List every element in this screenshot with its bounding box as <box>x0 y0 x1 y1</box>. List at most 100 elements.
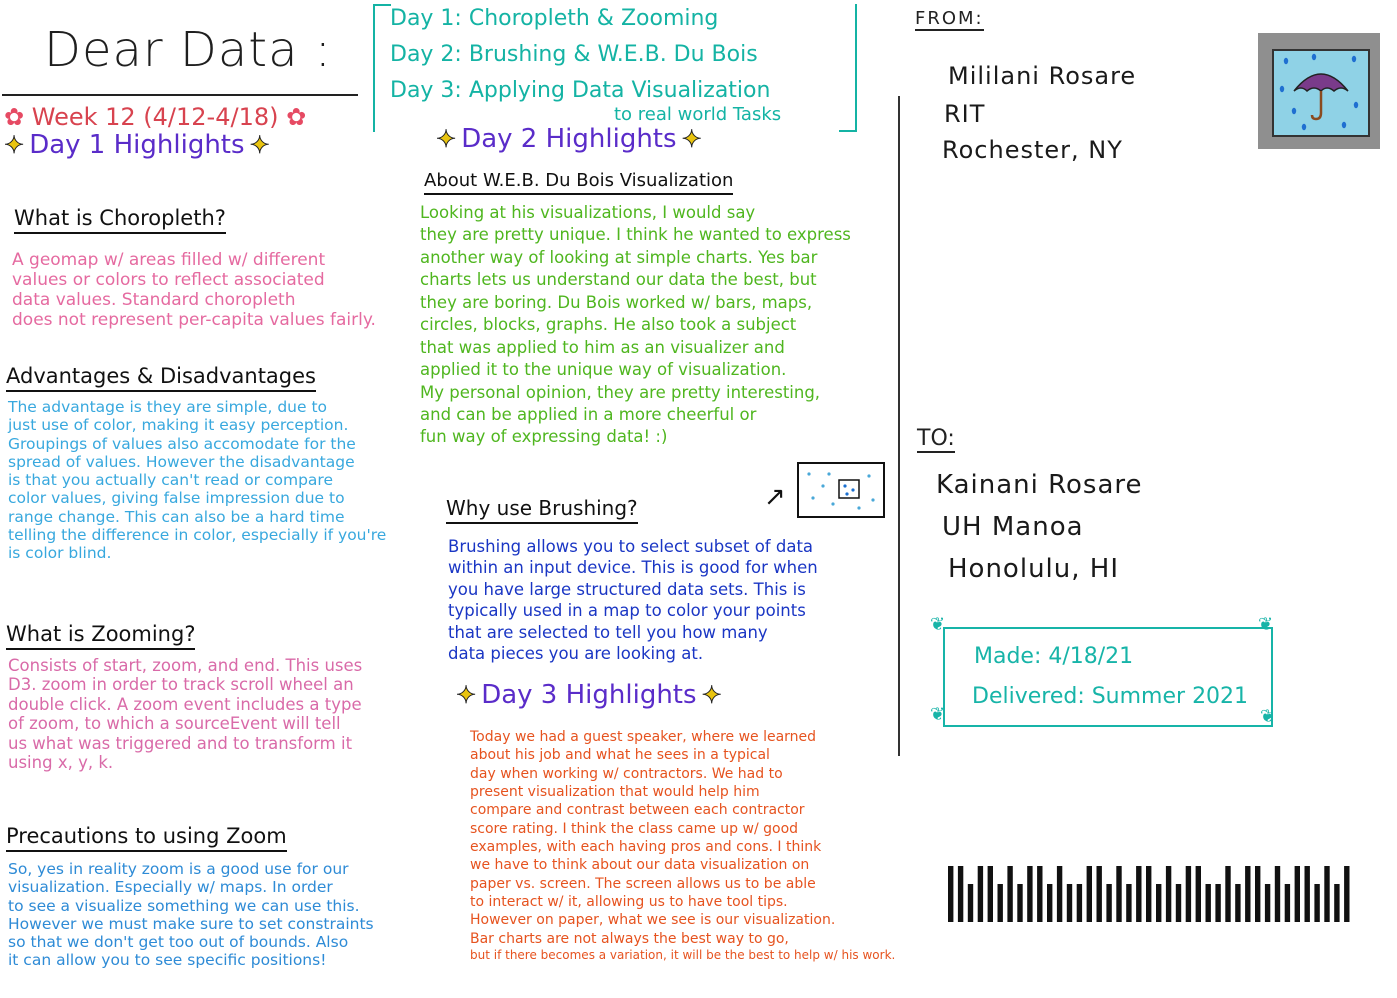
barcode-bar <box>1106 884 1112 922</box>
arrow-icon: ↗ <box>764 482 786 512</box>
star-icon: ✦ <box>701 681 722 710</box>
text-line: score rating. I think the class came up … <box>470 820 799 837</box>
barcode-bar <box>1116 866 1122 922</box>
text-line: about his job and what he sees in a typi… <box>470 747 770 764</box>
text-line: examples, with each having pros and cons… <box>470 838 822 855</box>
a-choropleth: A geomap w/ areas filled w/ different va… <box>12 250 376 330</box>
text-line: us what was triggered and to transform i… <box>8 733 353 753</box>
plan-box <box>373 4 857 132</box>
text-line: so that we don't get too out of bounds. … <box>8 933 349 952</box>
barcode-bar <box>1195 866 1201 922</box>
flower-icon: ✿ <box>4 103 25 131</box>
barcode-bar <box>1185 866 1192 922</box>
postage-stamp <box>1258 33 1380 149</box>
barcode-bar <box>1235 884 1241 922</box>
from-city: Rochester, NY <box>942 136 1123 164</box>
barcode-bar <box>1284 884 1291 922</box>
plan-line: Day 3: Applying Data Visualization <box>390 78 771 103</box>
barcode-bar <box>1165 866 1172 922</box>
to-school: UH Manoa <box>942 512 1084 542</box>
barcode-bar <box>1017 884 1023 922</box>
barcode-bar <box>1096 866 1102 922</box>
text-line: Bar charts are not always the best way t… <box>470 930 789 947</box>
star-icon: ✦ <box>3 131 25 160</box>
star-icon: ✦ <box>681 125 702 154</box>
text-line: we have to think about our data visualiz… <box>470 857 810 874</box>
barcode-bar <box>1126 884 1132 922</box>
text-line: they are boring. Du Bois worked w/ bars,… <box>420 292 813 312</box>
brushing-sketch-dots <box>807 472 875 510</box>
q-advantages: Advantages & Disadvantages <box>6 364 316 392</box>
star-icon: ✦ <box>455 681 477 710</box>
week-text: Week 12 (4/12-4/18) <box>31 103 279 131</box>
barcode-bar <box>967 884 974 922</box>
text-line: telling the difference in color, especia… <box>8 525 387 544</box>
day3-heading: ✦ Day 3 Highlights ✦ <box>455 680 722 710</box>
text-line: Groupings of values also accomodate for … <box>8 434 356 453</box>
day2-heading: ✦ Day 2 Highlights ✦ <box>435 124 702 154</box>
delivered-date: Delivered: Summer 2021 <box>972 684 1249 709</box>
text-line: So, yes in reality zoom is a good use fo… <box>8 860 349 878</box>
text-line: it can allow you to see specific positio… <box>8 951 327 970</box>
barcode-bar <box>1086 866 1092 922</box>
barcode-bar <box>1334 884 1340 922</box>
text-line: another way of looking at simple charts.… <box>420 247 818 267</box>
barcode-bar <box>1047 884 1053 922</box>
to-name: Kainani Rosare <box>936 470 1143 500</box>
barcode-bar <box>1255 866 1261 922</box>
text-line: you have large structured data sets. Thi… <box>448 579 806 599</box>
barcode-bar <box>1324 866 1330 922</box>
barcode-bar <box>1225 866 1231 922</box>
barcode-bar <box>1007 866 1013 922</box>
plan-line: to real world Tasks <box>614 104 782 125</box>
text-line: Today we had a guest speaker, where we l… <box>470 729 817 745</box>
text-line: that was applied to him as an visualizer… <box>420 337 785 357</box>
barcode-bar <box>1274 866 1281 922</box>
text-line: applied it to the unique way of visualiz… <box>420 360 787 380</box>
a-day3: Today we had a guest speaker, where we l… <box>470 728 895 964</box>
q-zooming: What is Zooming? <box>6 622 196 650</box>
text-line: color values, giving false impression du… <box>8 489 345 508</box>
day3-heading-text: Day 3 Highlights <box>481 680 697 710</box>
barcode-bar <box>1215 884 1221 922</box>
to-city: Honolulu, HI <box>948 554 1119 584</box>
text-line: paper vs. screen. The screen allows us t… <box>470 875 816 892</box>
q-dubois: About W.E.B. Du Bois Visualization <box>424 170 734 195</box>
day1-heading-text: Day 1 Highlights <box>29 130 245 160</box>
flourish-icon: ❦ <box>930 704 946 725</box>
barcode-bar <box>1264 884 1271 922</box>
barcode-bar <box>1304 866 1310 922</box>
star-icon: ✦ <box>249 131 270 160</box>
barcode-bar <box>1136 866 1142 922</box>
barcode-bar <box>987 866 993 922</box>
text-line: My personal opinion, they are pretty int… <box>420 382 821 402</box>
barcode-bar <box>1037 866 1043 922</box>
text-line: spread of values. However the disadvanta… <box>8 452 355 471</box>
a-zooming: Consists of start, zoom, and end. This u… <box>8 656 362 773</box>
barcode-bar <box>1027 866 1033 922</box>
text-line: day when working w/ contractors. We had … <box>470 765 783 782</box>
q-brushing: Why use Brushing? <box>446 496 638 524</box>
barcode-bar <box>1066 884 1073 922</box>
from-label: FROM: <box>915 8 984 31</box>
text-line: they are pretty unique. I think he wante… <box>420 225 851 245</box>
barcode-bar <box>948 866 954 922</box>
text-line: of zoom, to which a sourceEvent will tel… <box>8 714 341 734</box>
text-line: within an input device. This is good for… <box>448 558 818 578</box>
a-dubois: Looking at his visualizations, I would s… <box>420 202 851 449</box>
text-line: Brushing allows you to select subset of … <box>448 537 814 556</box>
text-line: does not represent per-capita values fai… <box>12 310 376 331</box>
plan-line: Day 2: Brushing & W.E.B. Du Bois <box>390 42 758 67</box>
text-line: using x, y, k. <box>8 753 114 773</box>
barcode-bar <box>1056 866 1063 922</box>
text-line: data values. Standard choropleth <box>12 290 296 311</box>
made-box <box>943 627 1273 727</box>
barcode-bar <box>1294 866 1300 922</box>
from-school: RIT <box>944 100 986 128</box>
flourish-icon: ❦ <box>1258 614 1274 635</box>
text-line: Looking at his visualizations, I would s… <box>420 203 756 222</box>
text-line: However on paper, what we see is our vis… <box>470 912 836 929</box>
q-choropleth: What is Choropleth? <box>14 206 226 234</box>
text-line: circles, blocks, graphs. He also took a … <box>420 315 797 335</box>
barcode-bar <box>1146 866 1152 922</box>
